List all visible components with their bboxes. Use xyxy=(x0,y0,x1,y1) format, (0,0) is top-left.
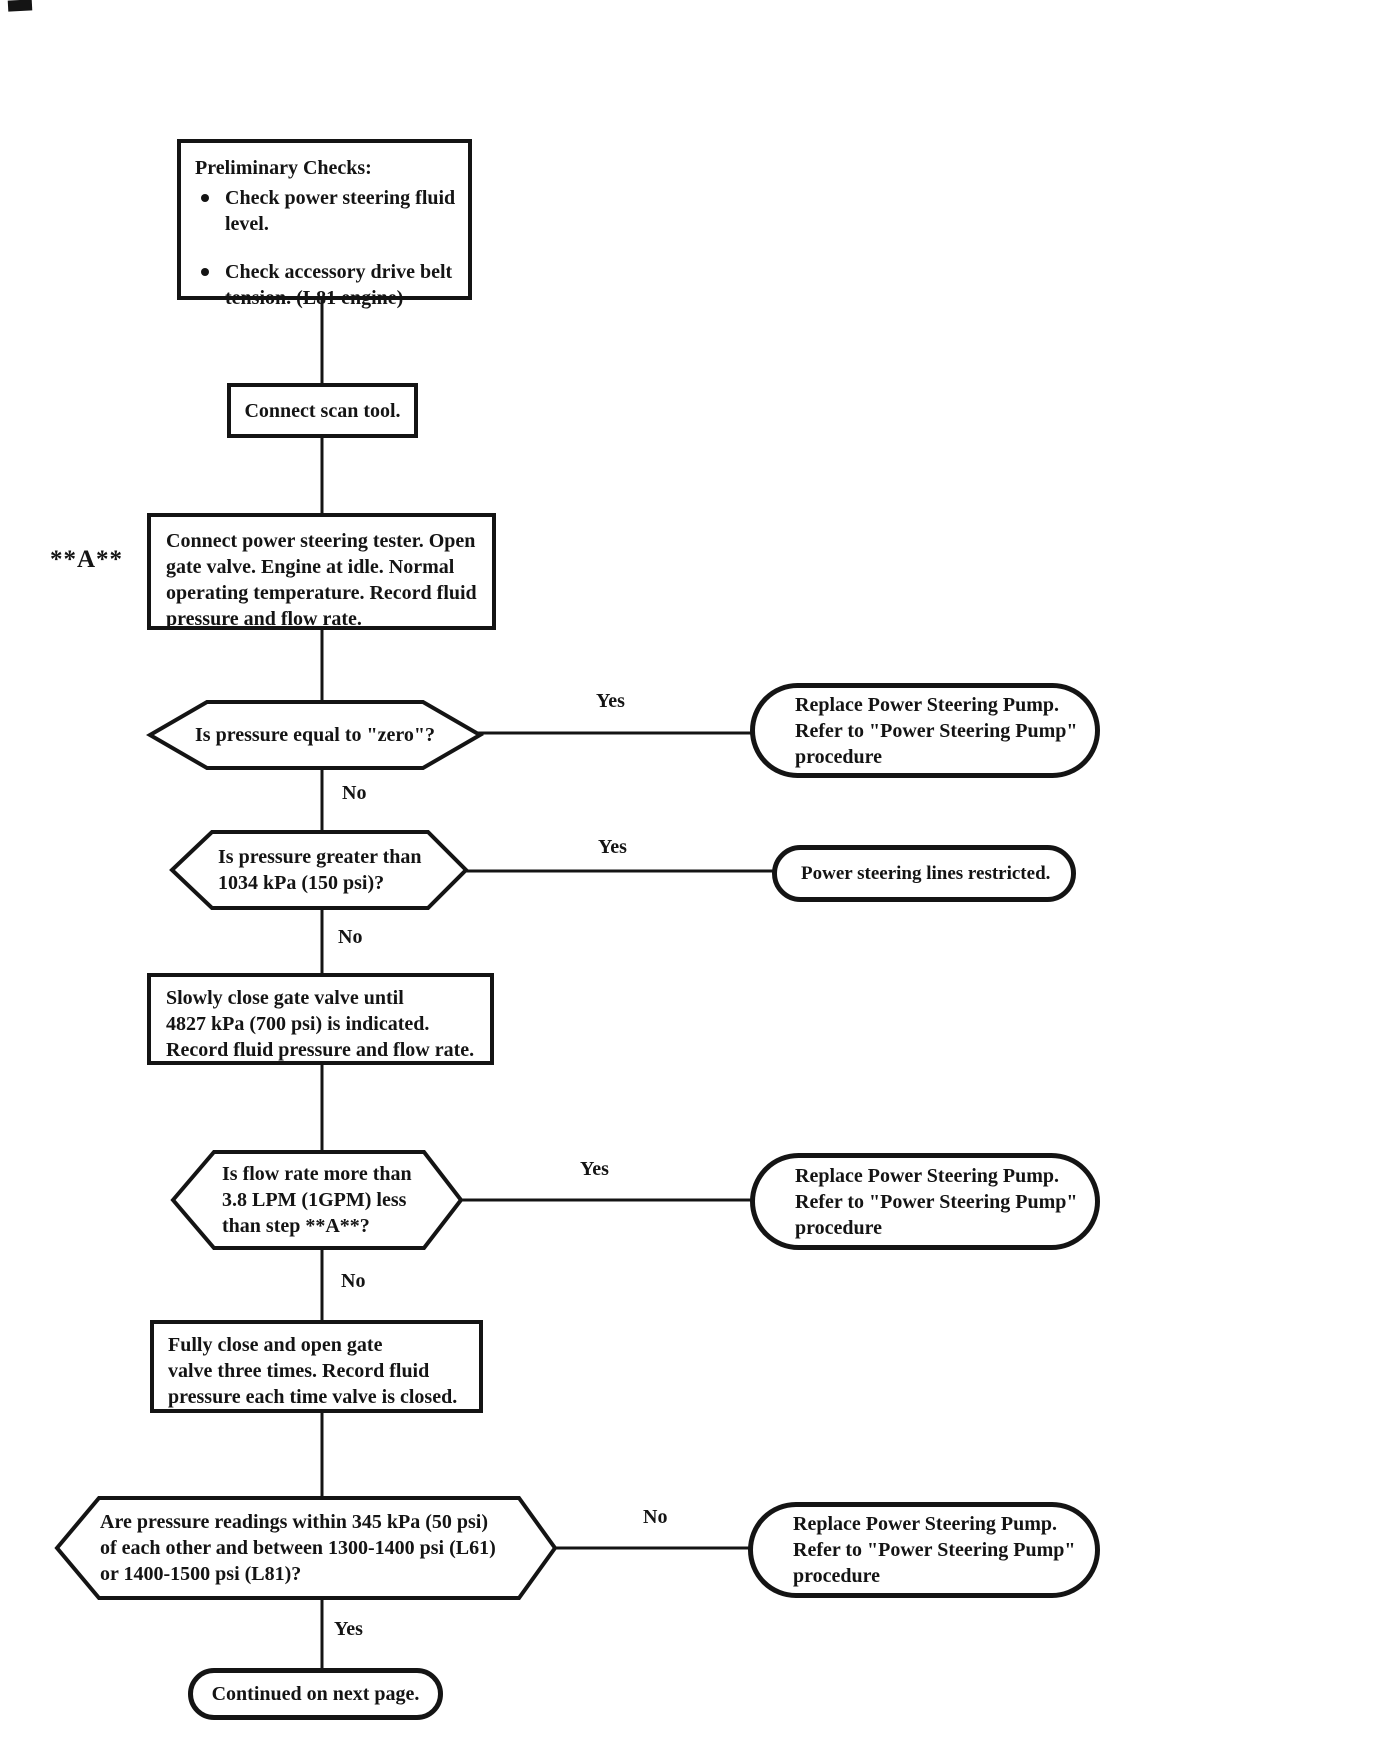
decision-text: Is pressure equal to "zero"? xyxy=(195,724,435,746)
decision-pressure-greater: Is pressure greater than 1034 kPa (150 p… xyxy=(172,832,466,908)
list-item: Check power steering fluid level. xyxy=(195,185,462,237)
edge-label-no: No xyxy=(341,1270,366,1292)
node-text-line: pressure each time valve is closed. xyxy=(168,1386,458,1408)
decision-flow-rate: Is flow rate more than 3.8 LPM (1GPM) le… xyxy=(173,1152,461,1248)
outcome-text-line: Refer to "Power Steering Pump" xyxy=(795,719,1078,742)
node-text-line: Slowly close gate valve until xyxy=(166,987,404,1009)
edge-label-no: No xyxy=(643,1506,668,1528)
decision-pressure-zero-outline xyxy=(146,700,484,770)
node-text: Continued on next page. xyxy=(211,1683,420,1705)
outcome-lines-restricted: Power steering lines restricted. xyxy=(772,845,1076,902)
bullet-icon xyxy=(201,268,209,276)
decision-pressure-range: Are pressure readings within 345 kPa (50… xyxy=(57,1498,555,1598)
node-slowly-close-valve: Slowly close gate valve until 4827 kPa (… xyxy=(147,973,494,1065)
bullet-text: Check power steering fluid xyxy=(225,187,456,209)
outcome-text-line: Refer to "Power Steering Pump" xyxy=(793,1539,1076,1561)
bullet-text: Check accessory drive belt xyxy=(225,261,453,283)
decision-text-line: 1034 kPa (150 psi)? xyxy=(218,872,385,894)
node-text-line: 4827 kPa (700 psi) is indicated. xyxy=(166,1013,430,1035)
outcome-text-line: Replace Power Steering Pump. xyxy=(795,1164,1060,1187)
outcome-replace-pump-2: Replace Power Steering Pump. Refer to "P… xyxy=(750,1153,1100,1250)
outcome-text-line: procedure xyxy=(795,745,883,768)
decision-text-line: Is pressure greater than xyxy=(218,846,422,868)
node-connect-scan-tool: Connect scan tool. xyxy=(227,383,418,438)
outcome-text-line: Refer to "Power Steering Pump" xyxy=(795,1190,1078,1213)
step-a-marker: **A** xyxy=(50,546,124,573)
decision-text-line: 3.8 LPM (1GPM) less xyxy=(222,1189,407,1211)
decision-text-line: or 1400-1500 psi (L81)? xyxy=(100,1563,302,1585)
decision-pressure-greater-outline xyxy=(169,830,469,910)
node-text-line: pressure and flow rate. xyxy=(166,608,362,630)
node-text-line: Fully close and open gate xyxy=(168,1334,383,1356)
outcome-text-line: Replace Power Steering Pump. xyxy=(793,1513,1058,1535)
outcome-text-line: procedure xyxy=(793,1565,881,1587)
decision-text-line: of each other and between 1300-1400 psi … xyxy=(100,1537,496,1559)
node-text-line: Connect power steering tester. Open xyxy=(166,530,476,552)
outcome-text-line: Replace Power Steering Pump. xyxy=(795,693,1060,716)
decision-text-line: Are pressure readings within 345 kPa (50… xyxy=(100,1511,488,1533)
node-fully-close-valve: Fully close and open gate valve three ti… xyxy=(150,1320,483,1413)
decision-outlines xyxy=(54,700,558,1600)
edge-label-no: No xyxy=(342,782,367,804)
outcome-replace-pump-3: Replace Power Steering Pump. Refer to "P… xyxy=(748,1502,1100,1598)
edge-label-yes: Yes xyxy=(598,836,627,858)
node-text: Connect scan tool. xyxy=(244,399,401,422)
node-text-line: gate valve. Engine at idle. Normal xyxy=(166,556,455,578)
bullet-icon xyxy=(201,194,209,202)
bullet-text: tension. (L81 engine) xyxy=(225,287,404,309)
outcome-text: Power steering lines restricted. xyxy=(801,862,1051,884)
decision-flow-rate-outline xyxy=(170,1150,464,1250)
decision-pressure-range-outline xyxy=(54,1496,558,1600)
node-text-line: operating temperature. Record fluid xyxy=(166,582,477,604)
edge-label-yes: Yes xyxy=(596,690,625,712)
decision-pressure-zero: Is pressure equal to "zero"? xyxy=(150,702,480,768)
node-text-line: valve three times. Record fluid xyxy=(168,1360,430,1382)
decision-text-line: Is flow rate more than xyxy=(222,1163,412,1185)
node-text-line: Record fluid pressure and flow rate. xyxy=(166,1039,475,1061)
preliminary-title: Preliminary Checks: xyxy=(195,157,372,179)
edge-label-yes: Yes xyxy=(580,1158,609,1180)
decision-text-line: than step **A**? xyxy=(222,1215,370,1237)
bullet-text: level. xyxy=(225,213,269,235)
node-preliminary-checks: Preliminary Checks: Check power steering… xyxy=(177,139,472,309)
edge-label-yes: Yes xyxy=(334,1618,363,1640)
list-item: Check accessory drive belt tension. (L81… xyxy=(195,259,462,311)
outcome-replace-pump-1: Replace Power Steering Pump. Refer to "P… xyxy=(750,683,1100,778)
connector-lines xyxy=(320,300,774,1670)
node-continued-next-page: Continued on next page. xyxy=(188,1668,443,1720)
node-connect-tester: Connect power steering tester. Open gate… xyxy=(147,513,496,630)
outcome-text-line: procedure xyxy=(795,1216,883,1239)
edge-label-no: No xyxy=(338,926,363,948)
